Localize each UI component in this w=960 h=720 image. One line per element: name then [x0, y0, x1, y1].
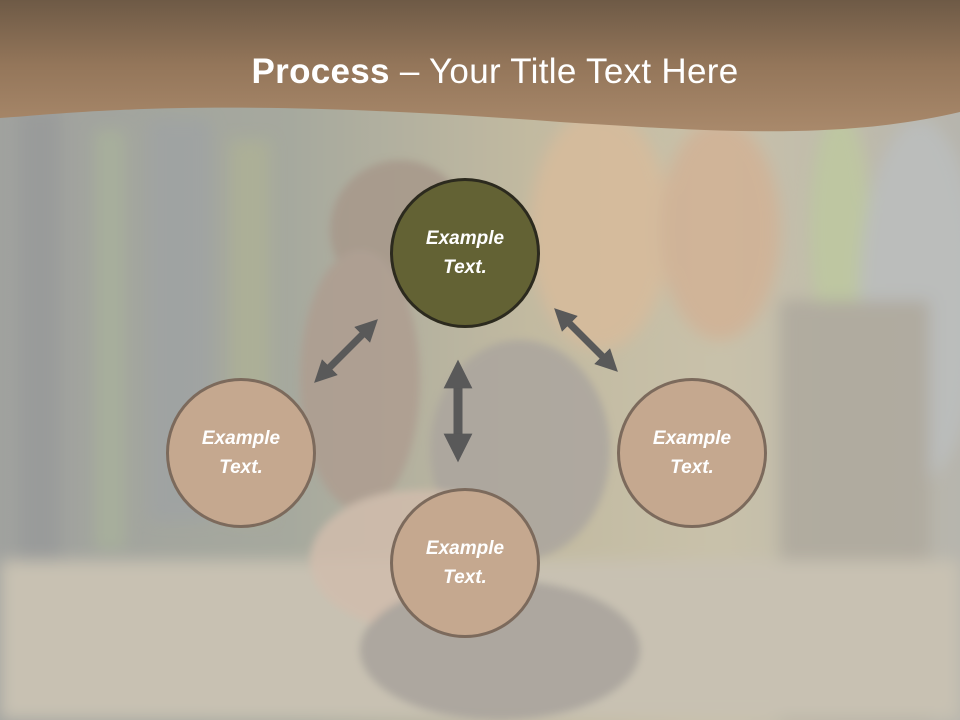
title-bold: Process	[251, 52, 390, 91]
arrow-top-right	[554, 308, 618, 372]
node-top: Example Text.	[390, 178, 540, 328]
slide-title: Process – Your Title Text Here	[0, 52, 960, 92]
node-top-label: Example Text.	[425, 228, 505, 278]
node-center: Example Text.	[390, 488, 540, 638]
node-left: Example Text.	[166, 378, 316, 528]
arrow-top-left	[314, 319, 378, 383]
title-rest: – Your Title Text Here	[389, 52, 739, 91]
node-right-label: Example Text.	[652, 428, 732, 478]
node-left-label: Example Text.	[201, 428, 281, 478]
header-band	[0, 0, 960, 132]
node-center-label: Example Text.	[425, 538, 505, 588]
node-right: Example Text.	[617, 378, 767, 528]
